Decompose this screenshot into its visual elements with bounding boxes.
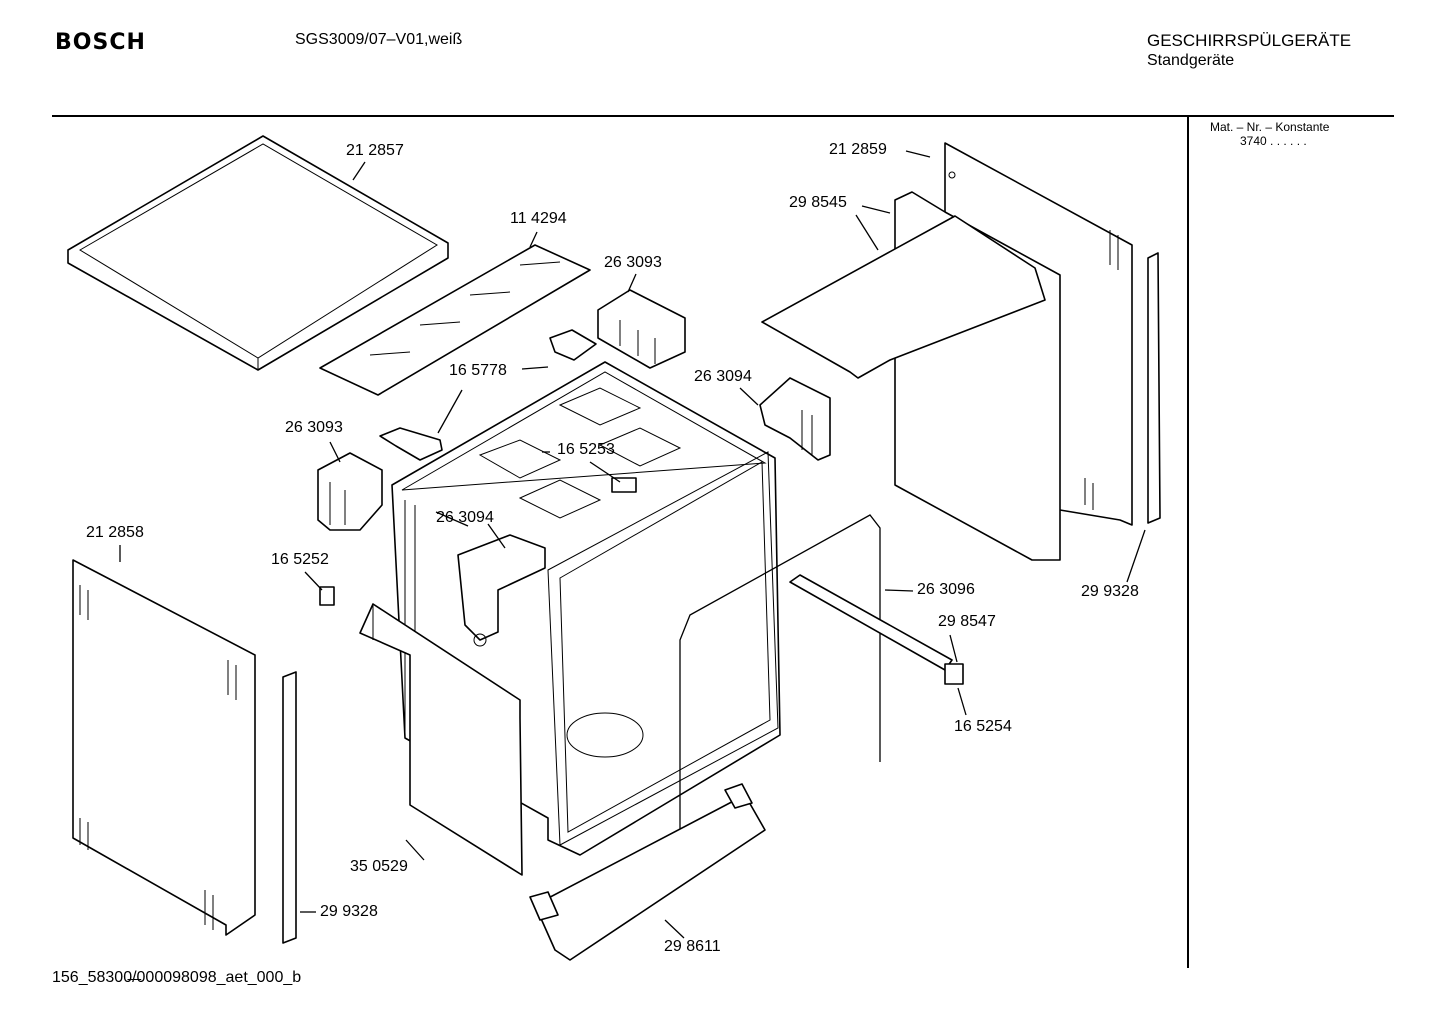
part-label-263093-top: 26 3093 — [604, 254, 662, 271]
part-label-350529: 35 0529 — [350, 858, 408, 875]
rail-part — [789, 574, 964, 685]
part-label-212859: 21 2859 — [829, 141, 887, 158]
leader-lines — [119, 150, 1146, 939]
part-label-299328-bottom: 29 9328 — [320, 903, 378, 920]
plinth-part — [529, 783, 766, 961]
model-number: SGS3009/07–V01,weiß — [295, 31, 463, 48]
konstante-value: 3740 . . . . . . — [1240, 134, 1307, 148]
door-seal-part — [679, 514, 881, 885]
part-label-263096: 26 3096 — [917, 581, 975, 598]
part-label-165778: 16 5778 — [449, 362, 507, 379]
clip-part — [319, 586, 335, 606]
bracket-left-part — [379, 427, 443, 461]
part-label-298611: 29 8611 — [664, 938, 721, 955]
side-panel-left-part — [72, 559, 256, 936]
drawing-code: 156_58300̶/̶000098098_aet_000_b — [52, 969, 302, 986]
mounting-bracket-mid-part — [457, 534, 546, 647]
part-label-263094-mid: 26 3094 — [436, 509, 494, 526]
part-label-263093-left: 26 3093 — [285, 419, 343, 436]
tub-clip-part — [611, 477, 637, 493]
sidebar-divider — [1187, 117, 1189, 968]
front-panel-part — [359, 603, 523, 876]
bracket-top-part — [549, 329, 597, 361]
part-label-299328-right: 29 9328 — [1081, 583, 1139, 600]
part-label-114294: 11 4294 — [510, 210, 567, 227]
part-label-165254: 16 5254 — [954, 718, 1012, 735]
part-label-298547: 29 8547 — [938, 613, 996, 630]
part-label-298545: 29 8545 — [789, 194, 847, 211]
part-label-165252: 16 5252 — [271, 551, 329, 568]
part-label-165253: 16 5253 — [557, 441, 615, 458]
category-subtitle: Standgeräte — [1147, 52, 1235, 69]
side-strip-right-part — [1147, 252, 1161, 524]
part-label-212857: 21 2857 — [346, 142, 404, 159]
worktop-part — [67, 135, 449, 371]
mounting-bracket-top-part — [597, 289, 686, 369]
side-strip-left-part — [282, 671, 297, 944]
back-panel-part — [761, 191, 1061, 561]
header-divider — [52, 115, 1394, 117]
part-label-212858: 21 2858 — [86, 524, 144, 541]
brand-logo: BOSCH — [55, 30, 146, 55]
category-title: GESCHIRRSPÜLGERÄTE — [1147, 31, 1352, 50]
mat-nr-label: Mat. – Nr. – Konstante — [1210, 120, 1330, 134]
insulation-sheet-part — [319, 244, 591, 396]
part-label-263094-right: 26 3094 — [694, 368, 752, 385]
mounting-bracket-left-part — [317, 452, 383, 531]
mounting-bracket-right-part — [759, 377, 831, 461]
